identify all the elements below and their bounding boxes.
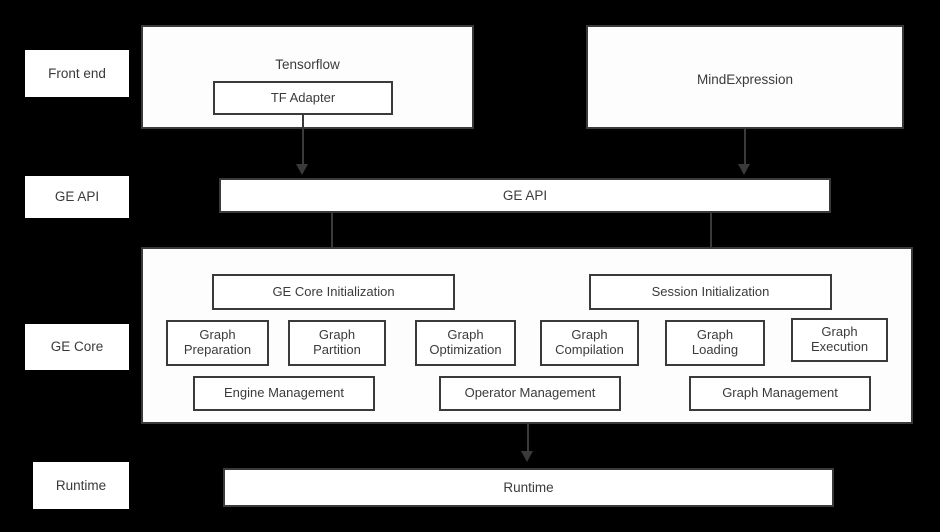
layer-label-runtime: Runtime [33,462,129,509]
tensorflow-title: Tensorflow [275,57,340,72]
layer-label-ge-core: GE Core [25,324,129,370]
manager-graph-management[interactable]: Graph Management [689,376,871,411]
manager-operator-management-label: Operator Management [464,385,596,401]
runtime-label: Runtime [503,479,554,495]
module-graph-optimization-label: Graph Optimization [429,327,502,357]
module-graph-partition-label: Graph Partition [313,327,361,357]
session-initialization-label: Session Initialization [651,283,770,299]
ge-api-label: GE API [502,187,548,203]
ge-api-bar[interactable]: GE API [219,178,831,213]
module-graph-execution[interactable]: Graph Execution [791,318,888,362]
module-graph-optimization[interactable]: Graph Optimization [415,320,516,366]
ge-core-initialization-box[interactable]: GE Core Initialization [212,274,455,310]
module-graph-execution-label: Graph Execution [810,324,869,354]
module-graph-preparation-label: Graph Preparation [183,327,252,357]
module-graph-partition[interactable]: Graph Partition [288,320,386,366]
module-graph-compilation-label: Graph Compilation [555,327,624,357]
tf-adapter-stub-line [302,115,304,129]
module-graph-preparation[interactable]: Graph Preparation [166,320,269,366]
ge-core-initialization-label: GE Core Initialization [272,283,395,299]
module-graph-loading[interactable]: Graph Loading [665,320,765,366]
session-initialization-box[interactable]: Session Initialization [589,274,832,310]
mindexpression-title: MindExpression [696,72,794,87]
layer-label-front-end: Front end [25,50,129,97]
module-graph-loading-label: Graph Loading [691,327,739,357]
manager-engine-management[interactable]: Engine Management [193,376,375,411]
tf-adapter-box[interactable]: TF Adapter [213,81,393,115]
manager-graph-management-label: Graph Management [722,385,838,401]
module-graph-compilation[interactable]: Graph Compilation [540,320,639,366]
manager-operator-management[interactable]: Operator Management [439,376,621,411]
mindexpression-container: MindExpression [586,25,904,129]
layer-label-front-end-text: Front end [48,65,106,81]
runtime-bar[interactable]: Runtime [223,468,834,507]
layer-label-ge-core-text: GE Core [50,339,104,355]
manager-engine-management-label: Engine Management [224,385,344,401]
layer-label-ge-api-text: GE API [54,189,100,205]
layer-label-runtime-text: Runtime [55,477,107,493]
tf-adapter-label: TF Adapter [270,89,336,105]
layer-label-ge-api: GE API [25,176,129,218]
